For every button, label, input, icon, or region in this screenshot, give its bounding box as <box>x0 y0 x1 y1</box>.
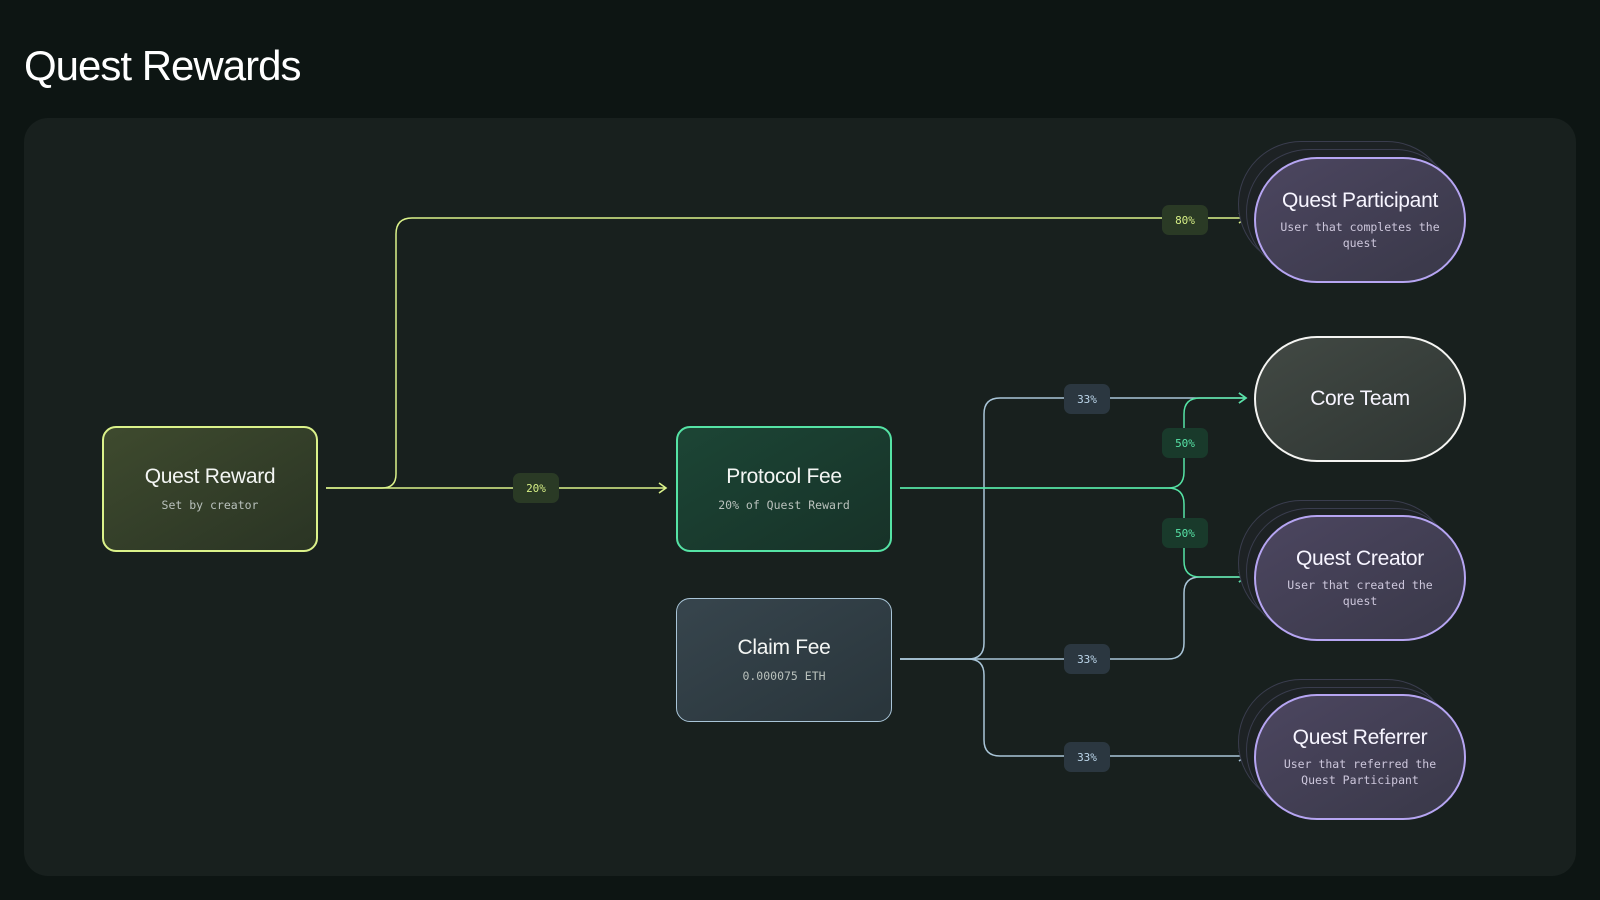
node-subtitle: User that created the quest <box>1287 578 1433 608</box>
node-subtitle: 20% of Quest Reward <box>718 498 850 512</box>
node-claim-fee: Claim Fee 0.000075 ETH <box>676 598 892 722</box>
node-subtitle: Set by creator <box>161 498 259 512</box>
page-title: Quest Rewards <box>24 42 301 89</box>
badge-protocol-to-core-team: 50% <box>1162 428 1208 458</box>
flow-claim-to-referrer <box>900 658 1248 762</box>
node-title: Quest Referrer <box>1292 726 1428 749</box>
node-quest-creator: Quest Creator User that created the ques… <box>1254 515 1466 641</box>
node-protocol-fee: Protocol Fee 20% of Quest Reward <box>676 426 892 552</box>
node-title: Quest Creator <box>1296 547 1424 570</box>
node-quest-reward: Quest Reward Set by creator <box>102 426 318 552</box>
node-quest-referrer: Quest Referrer User that referred the Qu… <box>1254 694 1466 820</box>
badge-claim-to-referrer: 33% <box>1064 742 1110 772</box>
badge-claim-to-creator: 33% <box>1064 644 1110 674</box>
node-title: Quest Reward <box>144 465 276 488</box>
badge-reward-to-participant: 80% <box>1162 205 1208 235</box>
node-subtitle: User that referred the Quest Participant <box>1283 757 1437 787</box>
node-core-team: Core Team <box>1254 336 1466 462</box>
flow-reward-to-participant <box>326 212 1248 489</box>
flow-claim-to-core-team <box>900 392 1248 660</box>
badge-reward-to-protocol: 20% <box>513 473 559 503</box>
node-subtitle: User that completes the quest <box>1280 220 1440 250</box>
flow-claim-to-creator <box>900 571 1248 660</box>
node-title: Claim Fee <box>737 636 831 659</box>
badge-protocol-to-creator: 50% <box>1162 518 1208 548</box>
node-title: Core Team <box>1310 387 1410 410</box>
badge-claim-to-core-team: 33% <box>1064 384 1110 414</box>
node-title: Quest Participant <box>1282 189 1438 212</box>
node-quest-participant: Quest Participant User that completes th… <box>1254 157 1466 283</box>
node-title: Protocol Fee <box>726 465 842 488</box>
node-subtitle: 0.000075 ETH <box>742 669 826 683</box>
